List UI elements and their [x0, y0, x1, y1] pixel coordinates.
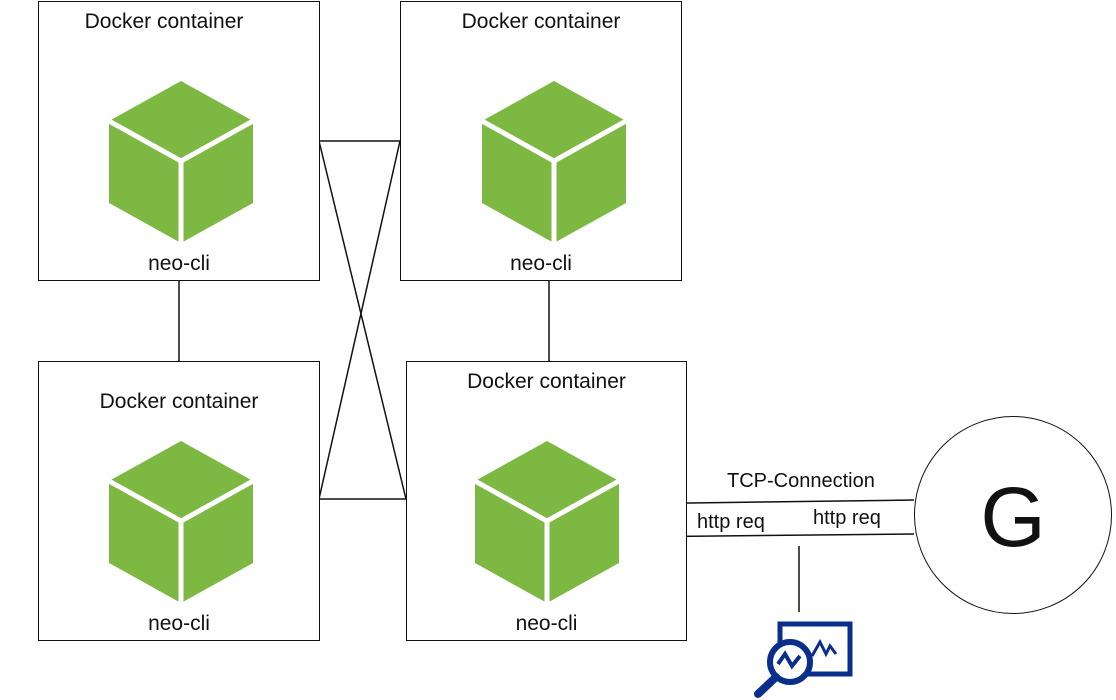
gateway-node: G: [914, 416, 1112, 614]
link-c1-c4: [318, 140, 407, 500]
container-label: neo-cli: [510, 252, 572, 275]
docker-container-2: Docker container neo-cli: [400, 1, 682, 281]
container-label: neo-cli: [148, 612, 210, 635]
monitoring-search-icon: [754, 621, 853, 698]
docker-container-3: Docker container neo-cli: [38, 361, 320, 641]
container-title: Docker container: [84, 10, 244, 33]
tcp-connection-label: TCP-Connection: [727, 470, 875, 492]
container-title: Docker container: [99, 390, 259, 413]
link-c2-c3: [318, 140, 401, 500]
gateway-label: G: [980, 470, 1046, 564]
cube-icon: [109, 441, 253, 603]
cube-icon: [475, 441, 619, 603]
http-req-label-left: http req: [697, 511, 765, 533]
http-req-label-right: http req: [813, 507, 881, 529]
cube-icon: [482, 81, 626, 243]
docker-container-4: Docker container neo-cli: [406, 361, 687, 641]
container-label: neo-cli: [148, 252, 210, 275]
docker-container-1: Docker container neo-cli: [38, 1, 320, 281]
container-label: neo-cli: [515, 612, 578, 635]
container-title: Docker container: [461, 10, 621, 33]
container-title: Docker container: [467, 370, 626, 393]
cube-icon: [109, 81, 253, 243]
